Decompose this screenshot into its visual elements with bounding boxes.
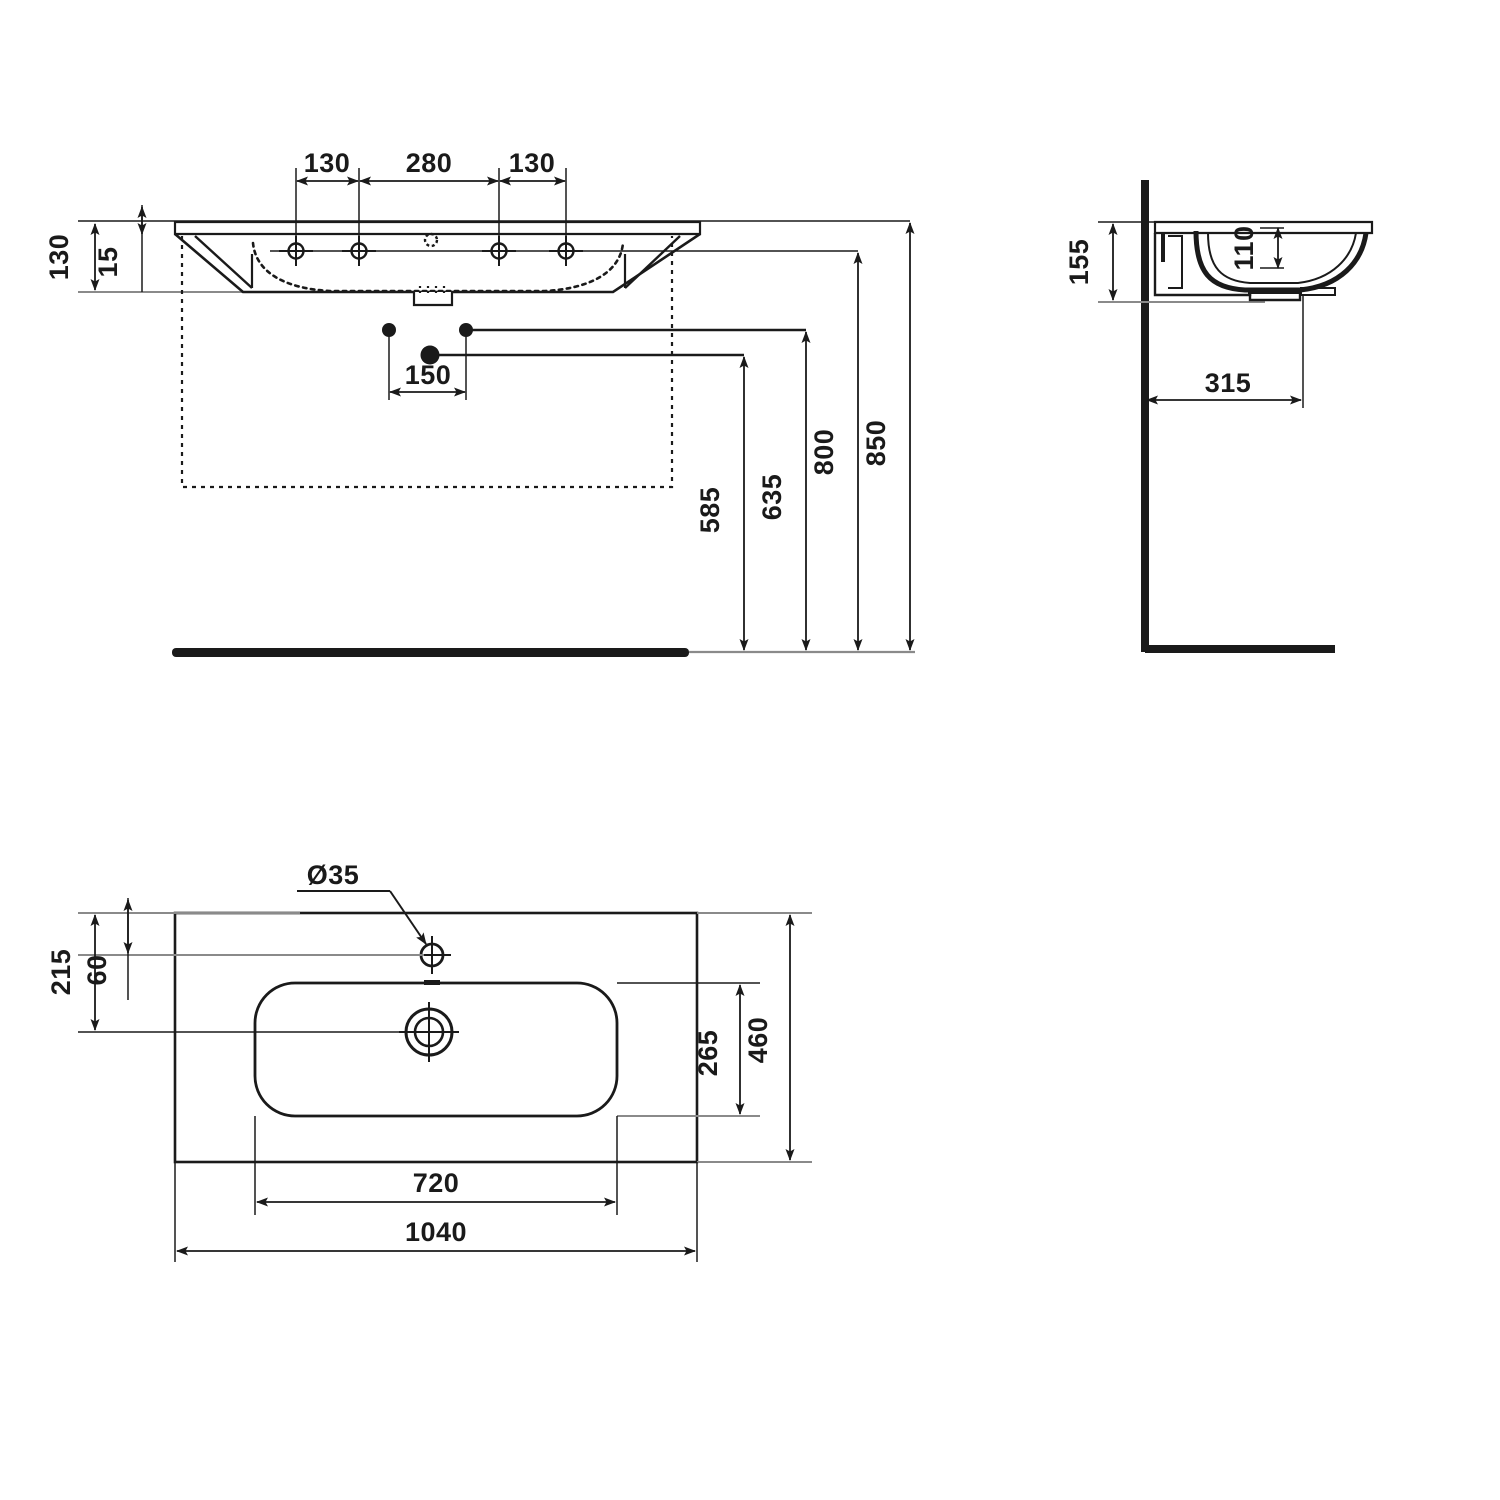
dimlabel-280: 280 (406, 148, 453, 178)
dimlabel-60: 60 (82, 954, 112, 985)
side-overflow-channel (1300, 287, 1336, 296)
dimension-heights-stack: 585 635 800 850 (695, 222, 915, 651)
dimension-315: 315 (1146, 294, 1304, 408)
supply-point-left (382, 323, 396, 337)
dimlabel-850: 850 (861, 420, 891, 467)
dimlabel-130-left: 130 (304, 148, 351, 178)
dimlabel-585: 585 (695, 487, 725, 534)
plumbing-connections: 150 (382, 323, 806, 400)
side-fixing-bracket (1168, 235, 1183, 289)
plan-view: Ø35 215 60 265 460 (46, 860, 812, 1262)
overflow-hole (423, 232, 439, 248)
basin-deck (173, 220, 702, 236)
dimlabel-155: 155 (1064, 239, 1094, 286)
dimlabel-110: 110 (1229, 225, 1259, 270)
dimension-rim-thickness-15: 15 (93, 205, 147, 292)
front-elevation-view: 130 280 130 130 15 150 (44, 148, 915, 657)
dimlabel-1040: 1040 (405, 1217, 467, 1247)
floor-line-side (1145, 645, 1335, 653)
dimlabel-d35: Ø35 (307, 860, 360, 890)
diameter-callout: Ø35 (297, 860, 427, 945)
dimension-1040: 1040 (176, 1217, 696, 1256)
wall-line-side (1141, 180, 1149, 652)
dimlabel-215: 215 (46, 949, 76, 996)
cabinet-outline-dashed (180, 236, 674, 489)
basin-left-taper-edge (194, 235, 253, 289)
floor-bar (172, 648, 689, 657)
dimlabel-460: 460 (743, 1017, 773, 1064)
dimlabel-15: 15 (93, 246, 123, 277)
bowl-section-inner (1207, 232, 1357, 284)
dimension-tap-spacing: 130 280 130 (295, 148, 567, 248)
dimension-460: 460 (743, 914, 795, 1161)
dimension-215: 215 (46, 914, 100, 1031)
plan-overflow-notch (424, 980, 440, 985)
dimension-720: 720 (256, 1168, 616, 1207)
basin-right-taper-edge (624, 235, 681, 289)
dimlabel-150: 150 (405, 360, 452, 390)
dimlabel-265: 265 (693, 1030, 723, 1077)
dimension-60: 60 (82, 898, 133, 1000)
side-waste-bar (1248, 288, 1302, 294)
plan-bowl-outline (253, 981, 619, 1118)
dimlabel-130-vertical: 130 (44, 234, 74, 281)
side-elevation-view: 155 110 315 (1064, 180, 1374, 653)
bowl-hidden-profile (251, 241, 625, 293)
dimlabel-130-right: 130 (509, 148, 556, 178)
dimlabel-315: 315 (1205, 368, 1252, 398)
dimension-110: 110 (1229, 225, 1284, 271)
dimension-155: 155 (1064, 223, 1118, 301)
dimlabel-720: 720 (413, 1168, 460, 1198)
leader-arrow-d35 (389, 890, 427, 945)
dimlabel-800: 800 (809, 429, 839, 476)
dimension-265: 265 (693, 984, 745, 1115)
dimension-basin-depth-130: 130 (44, 223, 100, 291)
waste-outlet-stub (412, 292, 454, 307)
dimlabel-635: 635 (757, 474, 787, 521)
floor-line-front (172, 648, 915, 657)
